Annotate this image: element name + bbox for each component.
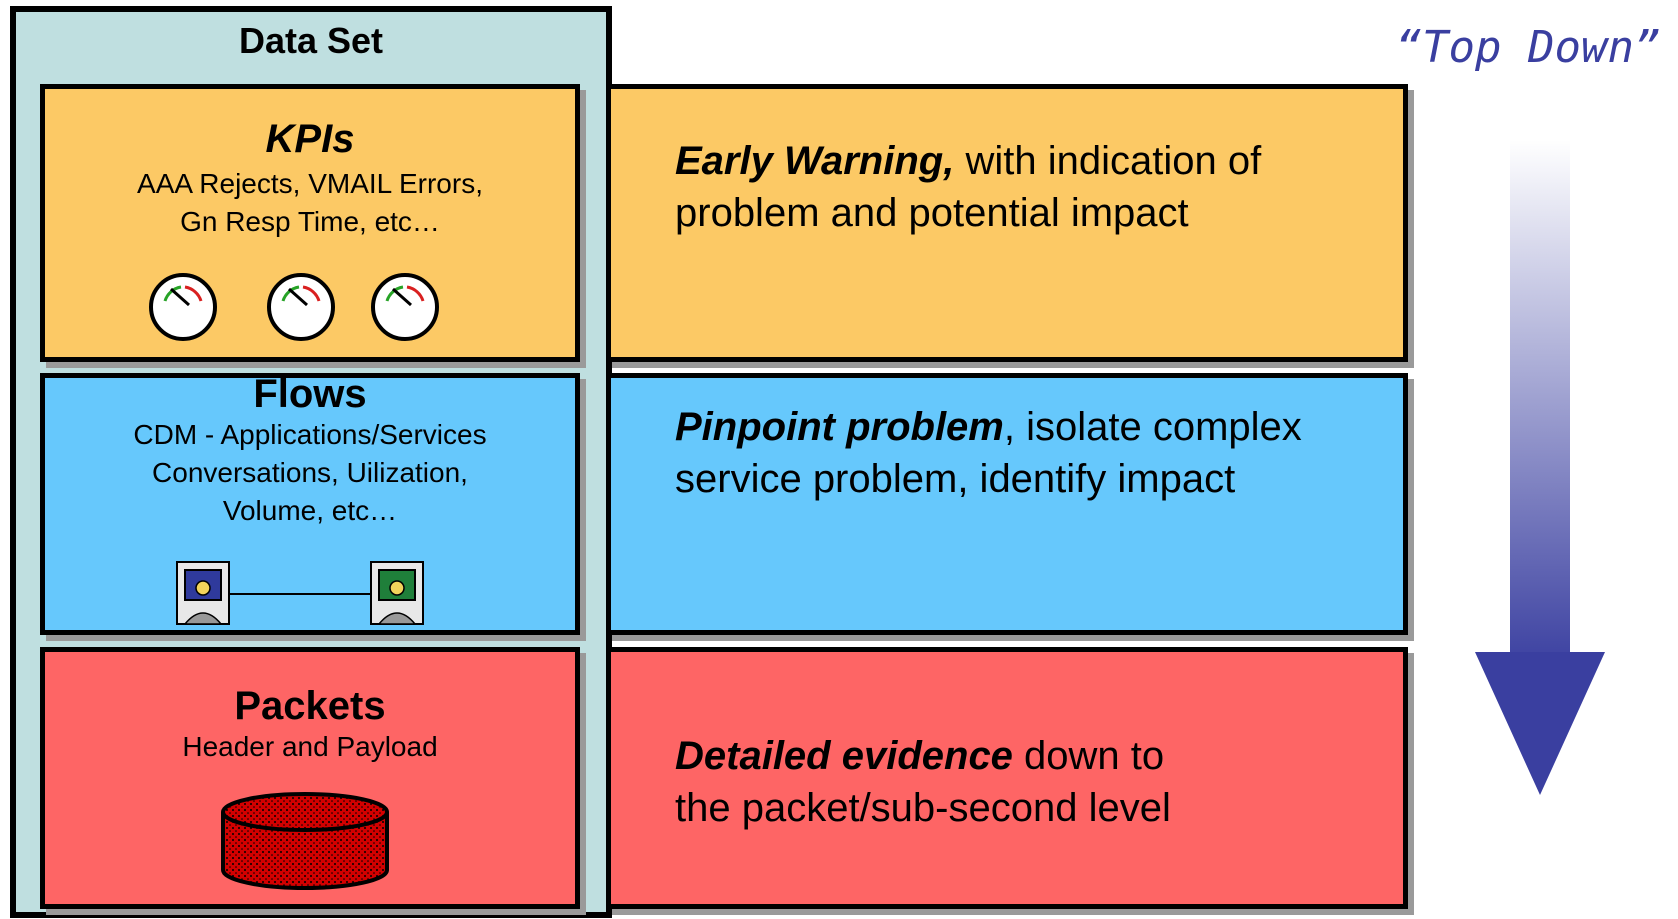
kpis-description-box: Early Warning, with indication of proble… bbox=[606, 84, 1408, 362]
flows-description-bold: Pinpoint problem bbox=[675, 405, 1004, 449]
packets-description-bold: Detailed evidence bbox=[675, 734, 1013, 778]
data-set-title: Data Set bbox=[238, 20, 384, 61]
flows-line-3: Volume, etc… bbox=[222, 495, 398, 526]
kpis-line-1: AAA Rejects, VMAIL Errors, bbox=[137, 168, 483, 199]
packets-line-1: Header and Payload bbox=[182, 731, 438, 762]
packets-title: Packets bbox=[234, 684, 386, 728]
database-icon bbox=[221, 792, 389, 890]
kpis-description: Early Warning, with indication of proble… bbox=[675, 135, 1261, 239]
gauges-group bbox=[149, 273, 439, 341]
kpis-description-rest: with indication of bbox=[954, 139, 1262, 183]
packets-description-line-2: the packet/sub-second level bbox=[675, 786, 1171, 830]
flows-description-rest: , isolate complex bbox=[1003, 405, 1302, 449]
top-down-label: “Top Down” bbox=[1395, 22, 1661, 73]
kpis-title: KPIs bbox=[265, 117, 355, 161]
user-terminal-icon bbox=[370, 561, 424, 625]
gauge-icon bbox=[267, 273, 335, 341]
flows-description: Pinpoint problem, isolate complex servic… bbox=[675, 401, 1302, 505]
flows-description-box: Pinpoint problem, isolate complex servic… bbox=[606, 373, 1408, 635]
flows-title: Flows bbox=[253, 372, 367, 416]
packets-description-rest: down to bbox=[1012, 734, 1165, 778]
flows-line-1: CDM - Applications/Services bbox=[133, 419, 487, 450]
flows-description-line-2: service problem, identify impact bbox=[675, 457, 1236, 501]
gauge-icon bbox=[149, 273, 217, 341]
flows-box: Flows CDM - Applications/Services Conver… bbox=[40, 372, 580, 635]
down-arrow-icon bbox=[1475, 140, 1605, 795]
user-terminal-icon bbox=[176, 561, 230, 625]
kpis-box: KPIs AAA Rejects, VMAIL Errors, Gn Resp … bbox=[40, 84, 580, 362]
packets-box: Packets Header and Payload bbox=[40, 647, 580, 909]
kpis-description-line-2: problem and potential impact bbox=[675, 191, 1189, 235]
kpis-line-2: Gn Resp Time, etc… bbox=[180, 206, 440, 237]
packets-description-box: Detailed evidence down to the packet/sub… bbox=[606, 647, 1408, 909]
kpis-description-bold: Early Warning, bbox=[675, 139, 955, 183]
flows-line-2: Conversations, Uilization, bbox=[152, 457, 468, 488]
packets-description: Detailed evidence down to the packet/sub… bbox=[675, 730, 1171, 834]
gauge-icon bbox=[371, 273, 439, 341]
conversation-group bbox=[176, 561, 424, 625]
